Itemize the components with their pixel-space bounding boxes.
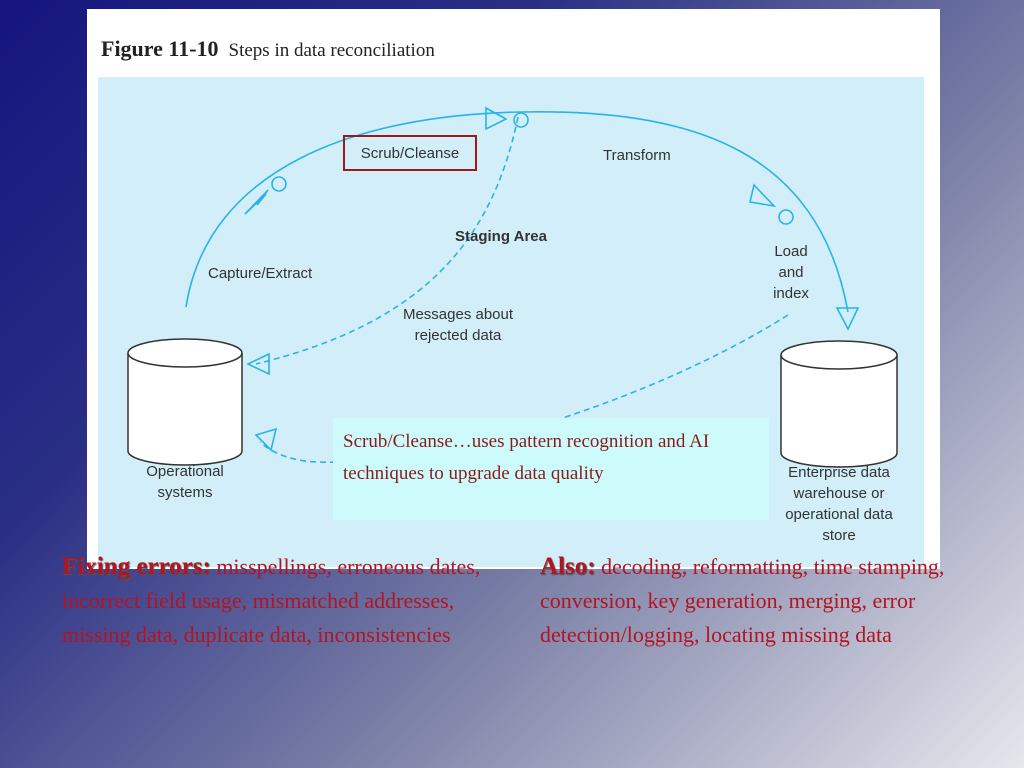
warehouse-line-3: operational data — [785, 506, 893, 523]
scrub-cleanse-box: Scrub/Cleanse — [343, 135, 477, 171]
operational-systems-cylinder — [127, 338, 243, 466]
operational-line-1: Operational — [146, 463, 224, 480]
staging-node — [513, 112, 529, 128]
return-arrowhead — [254, 427, 278, 452]
messages-label: Messages about rejected data — [384, 304, 532, 346]
figure-card: Figure 11-10 Steps in data reconciliatio… — [87, 9, 940, 569]
load-line-3: index — [773, 285, 809, 302]
load-index-label: Load and index — [758, 241, 824, 304]
load-line-2: and — [778, 264, 804, 281]
transform-label: Transform — [603, 147, 671, 164]
staging-area-label: Staging Area — [455, 228, 547, 245]
rejected-data-dashed-path — [255, 116, 519, 365]
fixing-errors-body: misspellings, erroneous dates, incorrect… — [62, 554, 481, 647]
also-note: Also: decoding, reformatting, time stamp… — [540, 550, 995, 652]
capture-extract-label: Capture/Extract — [208, 265, 313, 282]
load-node — [778, 209, 794, 225]
messages-line-1: Messages about — [402, 306, 514, 323]
warehouse-label: Enterprise data warehouse or operational… — [769, 462, 909, 546]
rejected-arrowhead — [246, 352, 270, 376]
fixing-errors-note: Fixing errors: misspellings, erroneous d… — [62, 550, 517, 652]
load-line-1: Load — [774, 243, 808, 260]
operational-line-2: systems — [157, 484, 213, 501]
also-heading: Also: — [540, 553, 596, 580]
figure-number: Figure 11-10 — [101, 36, 219, 61]
also-body: decoding, reformatting, time stamping, c… — [540, 554, 945, 647]
capture-node — [271, 176, 287, 192]
operational-systems-label: Operational systems — [120, 461, 250, 503]
warehouse-line-4: store — [822, 527, 856, 544]
messages-line-2: rejected data — [414, 327, 502, 344]
warehouse-cylinder — [780, 340, 898, 468]
figure-title: Figure 11-10 Steps in data reconciliatio… — [101, 36, 435, 62]
figure-caption: Steps in data reconciliation — [228, 40, 435, 61]
scrub-cleanse-label: Scrub/Cleanse — [360, 144, 460, 162]
main-flow-arc — [185, 111, 849, 313]
fixing-errors-heading: Fixing errors: — [62, 553, 211, 580]
warehouse-line-1: Enterprise data — [788, 464, 890, 481]
scrub-arrowhead — [485, 106, 508, 131]
capture-arrowhead — [244, 189, 269, 215]
transform-arrowhead — [749, 183, 777, 208]
warehouse-line-2: warehouse or — [793, 485, 885, 502]
load-arrowhead — [835, 307, 860, 331]
scrub-cleanse-callout: Scrub/Cleanse…uses pattern recognition a… — [333, 418, 769, 520]
